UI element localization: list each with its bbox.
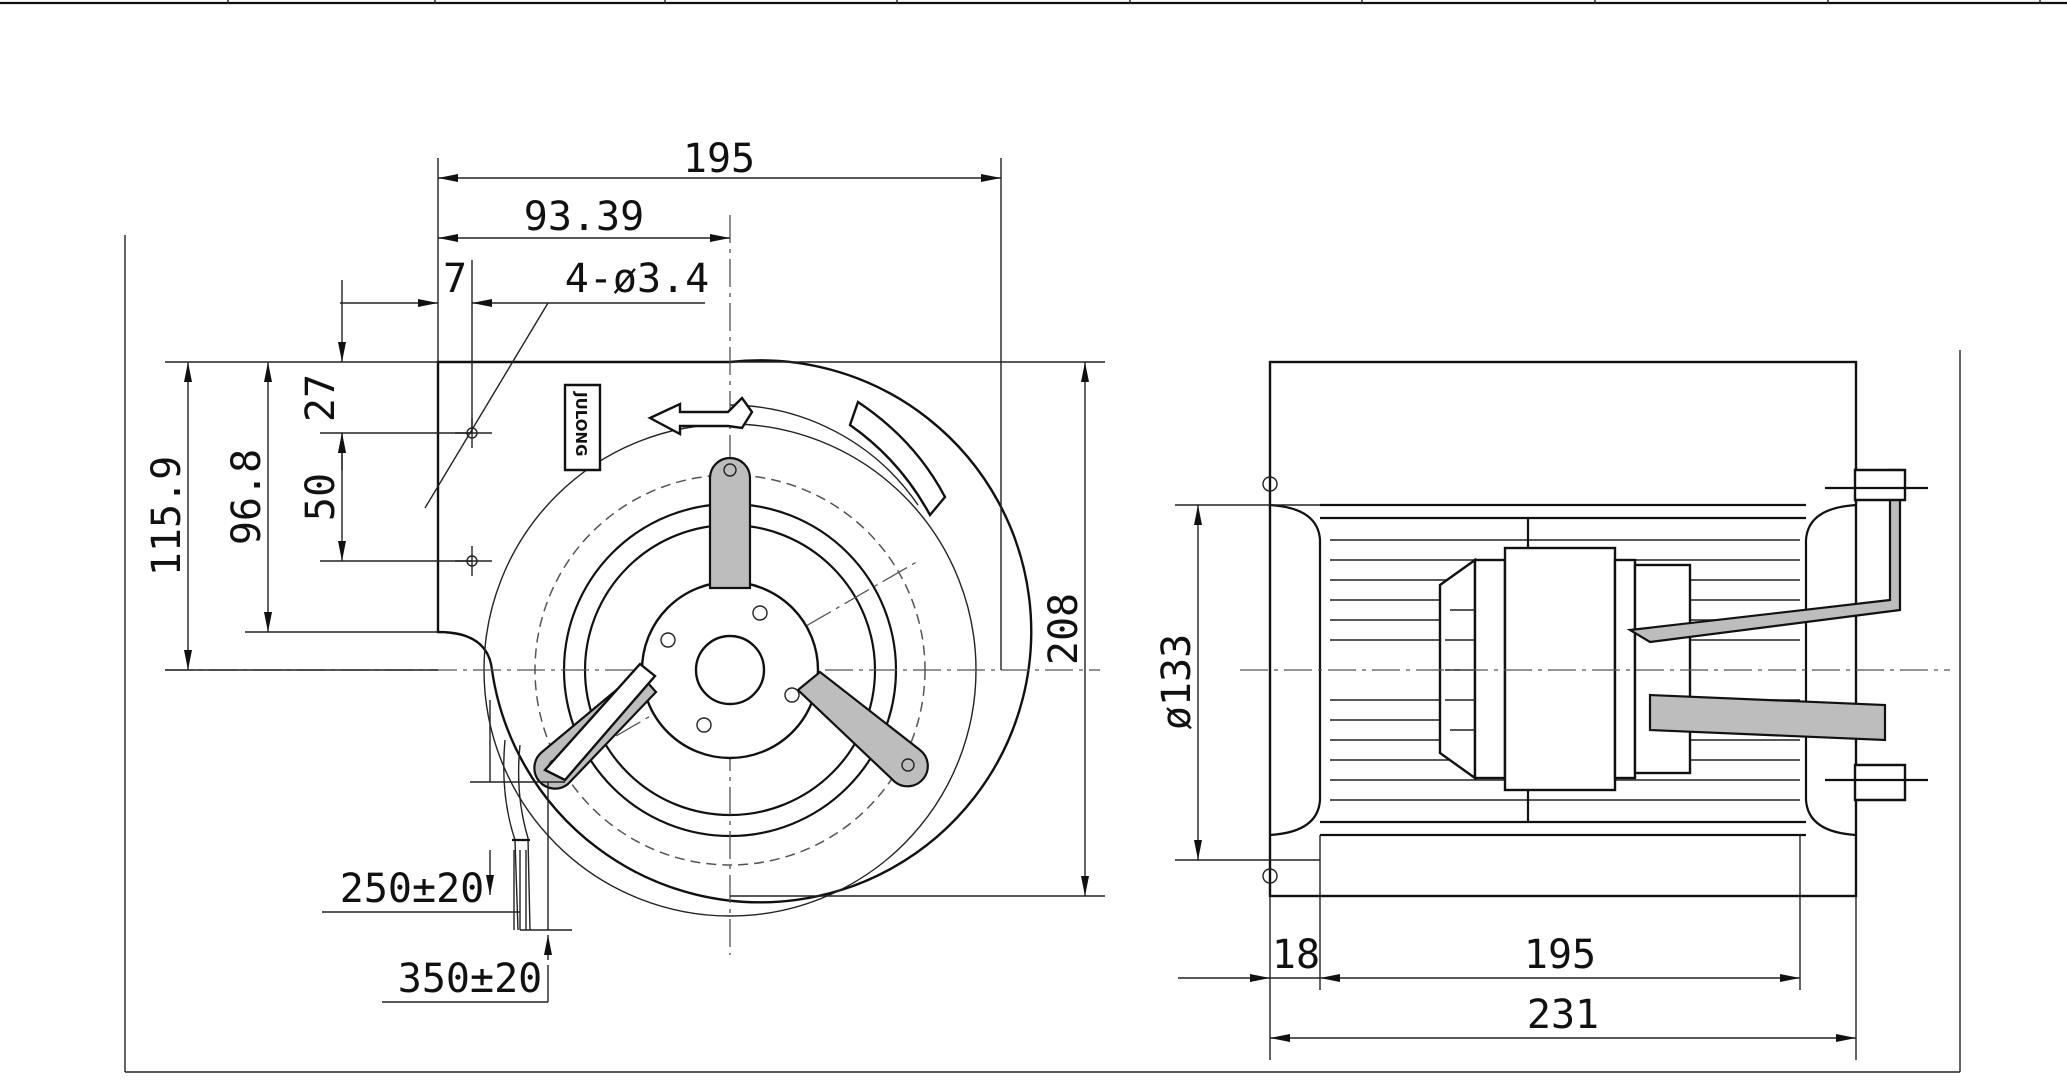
dim-height-208: 208 bbox=[1041, 593, 1087, 665]
dim-lead-250: 250±20 bbox=[340, 866, 485, 912]
drawing-frame bbox=[124, 235, 1961, 1073]
brand-logo-text: JULONG bbox=[572, 391, 590, 456]
dim-upper-27: 27 bbox=[298, 374, 344, 422]
dim-lead-350: 350±20 bbox=[398, 956, 543, 1002]
title-block-strip bbox=[0, 0, 2067, 5]
dim-total-231: 231 bbox=[1527, 992, 1599, 1038]
support-arm-top bbox=[708, 456, 752, 590]
dim-width-195: 195 bbox=[683, 136, 755, 182]
dim-flange-18: 18 bbox=[1272, 932, 1320, 978]
motor bbox=[1438, 546, 1692, 792]
dim-offset-7: 7 bbox=[443, 256, 467, 302]
dim-inner-195: 195 bbox=[1524, 932, 1596, 978]
dim-lower-50: 50 bbox=[298, 473, 344, 521]
dim-holes-4-phi-3-4: 4-ø3.4 bbox=[565, 256, 710, 302]
cable-grommet bbox=[543, 662, 657, 782]
scroll-slot bbox=[848, 400, 947, 518]
dim-diameter-133: ø133 bbox=[1154, 634, 1200, 730]
side-view: ø133 18 195 231 bbox=[1154, 360, 1950, 1060]
logo-plate: JULONG bbox=[563, 383, 754, 472]
dim-outlet-height-96-8: 96.8 bbox=[224, 449, 270, 545]
support-arm-right bbox=[796, 670, 929, 788]
front-view: JULONG 195 93.39 7 4-ø3.4 115.9 bbox=[144, 136, 1105, 1003]
dim-center-93-39: 93.39 bbox=[524, 194, 644, 240]
dim-left-height-115-9: 115.9 bbox=[144, 456, 190, 576]
